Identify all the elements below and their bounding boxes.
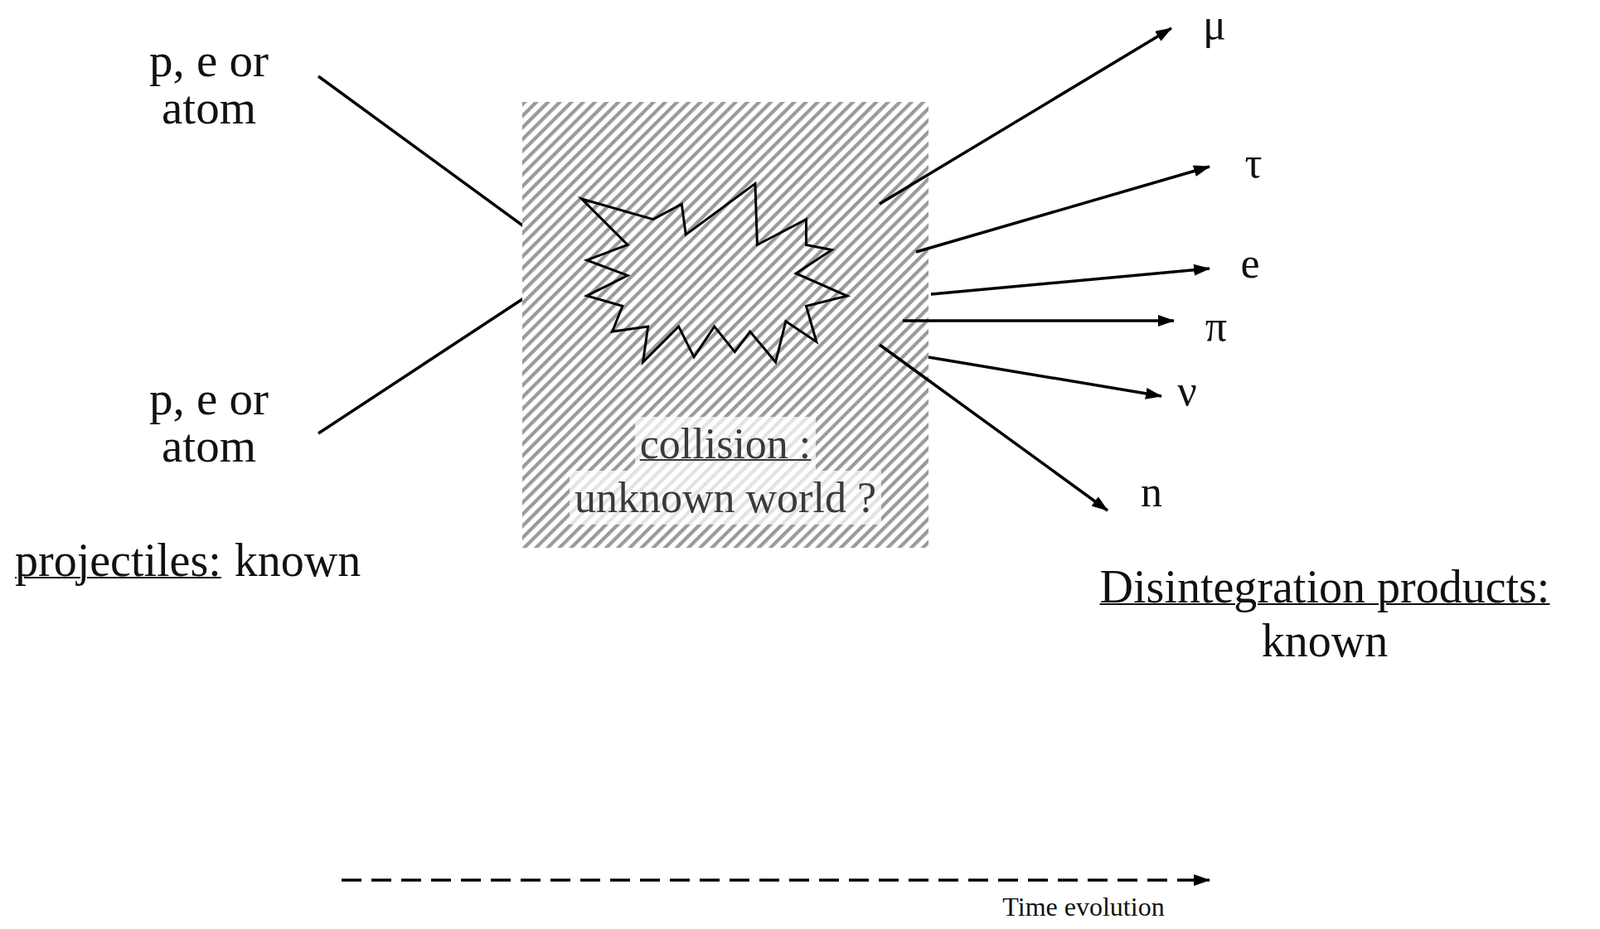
projectile-label: p, e or atom [111, 374, 307, 470]
legend-heading: projectiles: [14, 537, 222, 584]
axis-label: Time evolution [1002, 893, 1164, 921]
particle-label: μ [1202, 3, 1227, 47]
legend-heading: Disintegration products: [1100, 563, 1551, 611]
dashed-time-arrow [341, 880, 1210, 882]
projectile-arrow [318, 283, 547, 434]
particle-label: e [1240, 242, 1260, 286]
collision-box: collision :unknown world ? [522, 101, 929, 548]
hatch-fill [522, 101, 929, 548]
product-arrow [916, 166, 1210, 253]
box-body: unknown world ? [569, 470, 882, 525]
product-arrow [930, 268, 1210, 295]
time-arrow [341, 878, 1210, 883]
projectile-arrow [318, 76, 547, 243]
box-heading: collision : [635, 416, 817, 471]
particle-label: ν [1177, 369, 1198, 413]
node-text-group: collision :unknown world ? [522, 416, 929, 525]
product-arrow [879, 344, 1108, 511]
product-arrow [902, 319, 1174, 323]
particle-label: τ [1245, 141, 1263, 185]
outgoing-arrows [879, 28, 1210, 511]
starburst-outline [581, 184, 848, 363]
projectile-label: p, e or atom [111, 36, 307, 131]
explosion-starburst [581, 184, 848, 363]
particle-label: π [1205, 305, 1227, 349]
legend-value: known [234, 537, 361, 584]
incoming-arrows [318, 76, 547, 434]
product-arrow [928, 357, 1162, 397]
product-arrow [879, 28, 1172, 204]
particle-label: n [1140, 470, 1163, 514]
legend-value: known [1261, 617, 1388, 665]
